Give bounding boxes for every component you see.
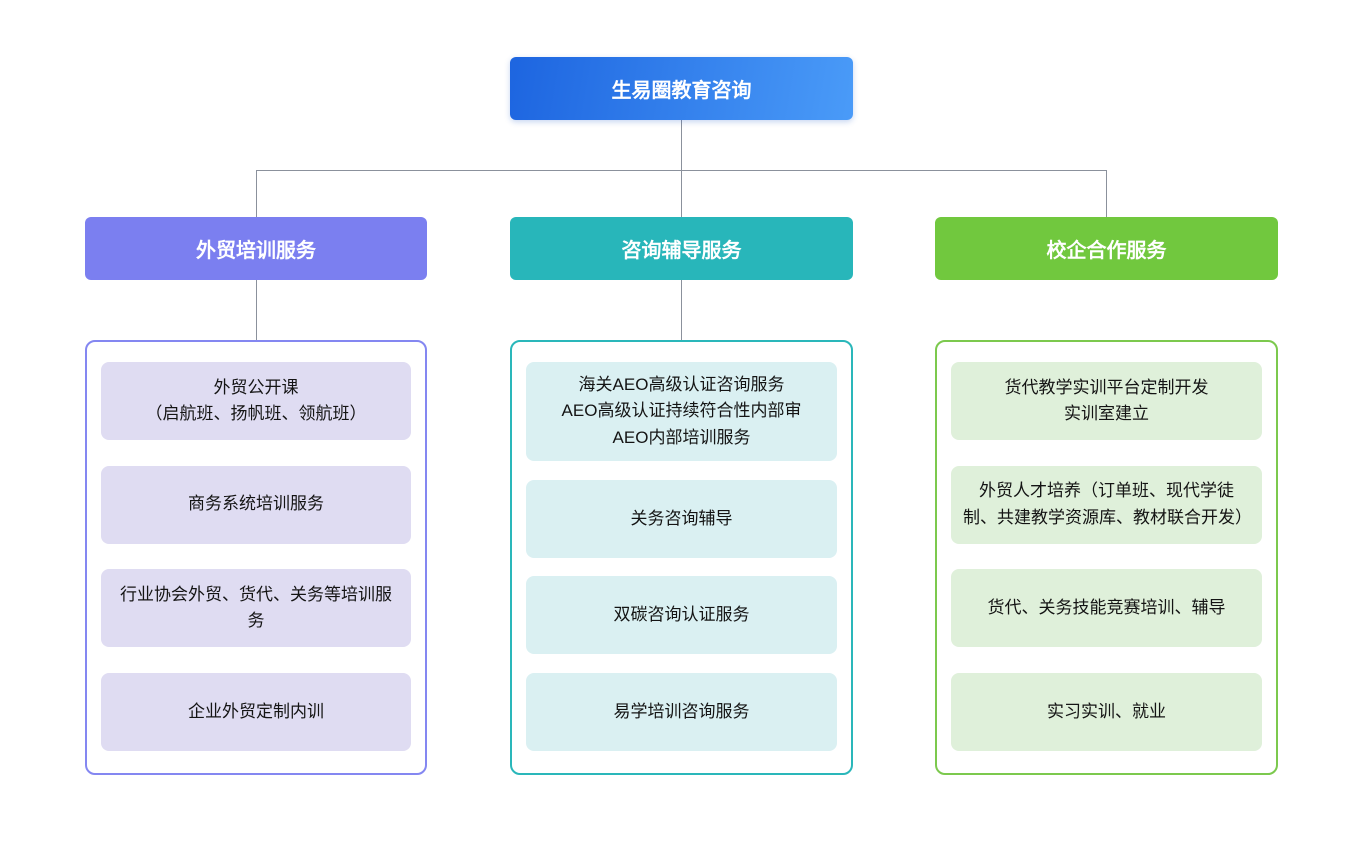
root-node-label: 生易圈教育咨询 [611, 80, 752, 102]
branch-panel-foreign-trade-training: 外贸公开课 （启航班、扬帆班、领航班） 商务系统培训服务 行业协会外贸、货代、关… [85, 340, 427, 775]
panel-item[interactable]: 货代、关务技能竞赛培训、辅导 [951, 569, 1262, 648]
panel-item[interactable]: 企业外贸定制内训 [101, 672, 411, 751]
branch-header-label: 外贸培训服务 [196, 240, 316, 262]
panel-item[interactable]: 双碳咨询认证服务 [526, 576, 837, 655]
connector-branch1-panel-link [256, 280, 257, 340]
branch-panel-school-enterprise-cooperation: 货代教学实训平台定制开发 实训室建立 外贸人才培养（订单班、现代学徒制、共建教学… [935, 340, 1278, 775]
branch-header-label: 咨询辅导服务 [621, 240, 742, 262]
root-node[interactable]: 生易圈教育咨询 [510, 57, 853, 120]
panel-item[interactable]: 商务系统培训服务 [101, 465, 411, 544]
connector-branch2-drop [681, 170, 682, 217]
branch-header-school-enterprise-cooperation[interactable]: 校企合作服务 [935, 217, 1278, 280]
connector-root-stem [681, 119, 682, 171]
branch-header-foreign-trade-training[interactable]: 外贸培训服务 [85, 217, 427, 280]
panel-item[interactable]: 行业协会外贸、货代、关务等培训服务 [101, 569, 411, 648]
branch-header-label: 校企合作服务 [1046, 240, 1167, 262]
connector-branch2-panel-link [681, 280, 682, 340]
panel-item[interactable]: 外贸公开课 （启航班、扬帆班、领航班） [101, 362, 411, 440]
panel-item[interactable]: 外贸人才培养（订单班、现代学徒制、共建教学资源库、教材联合开发） [951, 465, 1262, 544]
branch-header-consulting-coaching[interactable]: 咨询辅导服务 [510, 217, 853, 280]
panel-item[interactable]: 关务咨询辅导 [526, 479, 837, 558]
panel-item[interactable]: 海关AEO高级认证咨询服务 AEO高级认证持续符合性内部审 AEO内部培训服务 [526, 362, 837, 462]
panel-item[interactable]: 易学培训咨询服务 [526, 673, 837, 751]
connector-branch3-drop [1106, 170, 1107, 217]
branch-panel-consulting-coaching: 海关AEO高级认证咨询服务 AEO高级认证持续符合性内部审 AEO内部培训服务 … [510, 340, 853, 775]
panel-item[interactable]: 货代教学实训平台定制开发 实训室建立 [951, 362, 1262, 440]
panel-item[interactable]: 实习实训、就业 [951, 672, 1262, 751]
connector-branch1-drop [256, 170, 257, 217]
